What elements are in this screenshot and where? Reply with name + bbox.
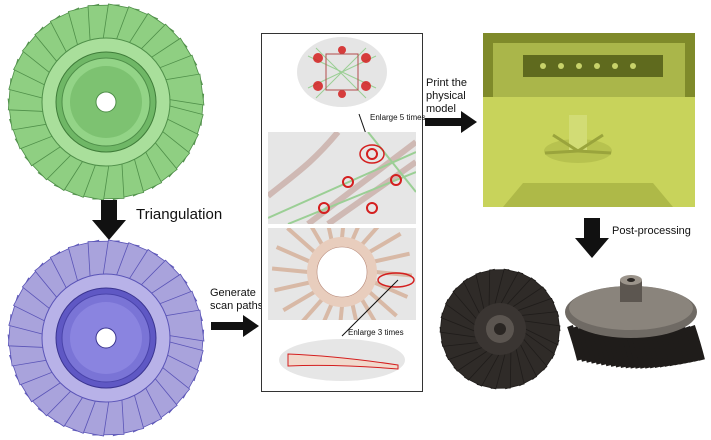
spoke-line	[350, 228, 360, 241]
spoke-line	[301, 298, 324, 320]
green-impeller-model	[7, 3, 205, 201]
impeller-blade	[572, 326, 588, 362]
enlarge-5-label: Enlarge 5 times	[370, 113, 426, 122]
lattice-detail	[268, 132, 416, 224]
callout-line-bottom	[341, 279, 399, 337]
spoke-line	[373, 251, 411, 264]
impeller-blade	[684, 326, 701, 362]
generate-scan-paths-label: Generate scan paths	[210, 287, 264, 312]
impeller-blade	[586, 328, 603, 365]
down-arrow-icon	[575, 218, 609, 258]
impeller-blade	[567, 325, 583, 361]
down-arrow-icon	[92, 200, 126, 240]
blade-closeup-ellipse	[279, 339, 405, 381]
enlarge-3-label: Enlarge 3 times	[348, 328, 404, 337]
spoke-line	[368, 232, 402, 254]
spoke-line	[360, 298, 377, 320]
spoke-line	[338, 305, 344, 320]
purple-impeller-model	[7, 239, 205, 437]
spoke-line	[326, 228, 334, 241]
spoke-line	[368, 290, 398, 318]
triangulation-label: Triangulation	[136, 206, 223, 223]
spoke-line	[273, 280, 311, 293]
spoke-line	[360, 228, 380, 246]
spoke-line	[322, 303, 334, 320]
spoke-line	[275, 245, 311, 264]
post-processing-label: Post-processing	[612, 225, 691, 237]
impeller-blade	[689, 325, 705, 361]
printer-chamber-photo	[483, 33, 695, 207]
final-impeller-photo-left	[439, 268, 561, 390]
scan-path-overview-ellipse	[297, 37, 387, 107]
print-model-label: Print the physical model	[426, 77, 467, 115]
spoke-line	[350, 303, 359, 320]
ring-spokes-detail	[268, 228, 416, 320]
right-arrow-icon	[425, 111, 477, 133]
final-impeller-photo-right	[565, 275, 705, 369]
impeller-blade	[674, 327, 691, 364]
spoke-line	[310, 228, 324, 246]
impeller-blade	[576, 327, 593, 363]
spoke-line	[373, 280, 409, 299]
right-arrow-icon	[211, 315, 259, 337]
spoke-line	[286, 228, 316, 254]
impeller-blade	[679, 327, 696, 363]
impeller-blade	[581, 327, 598, 364]
spoke-line	[271, 266, 309, 274]
spoke-line	[340, 228, 345, 239]
impeller-blade	[669, 328, 686, 365]
impeller-blade	[664, 329, 681, 366]
spoke-line	[282, 290, 316, 312]
